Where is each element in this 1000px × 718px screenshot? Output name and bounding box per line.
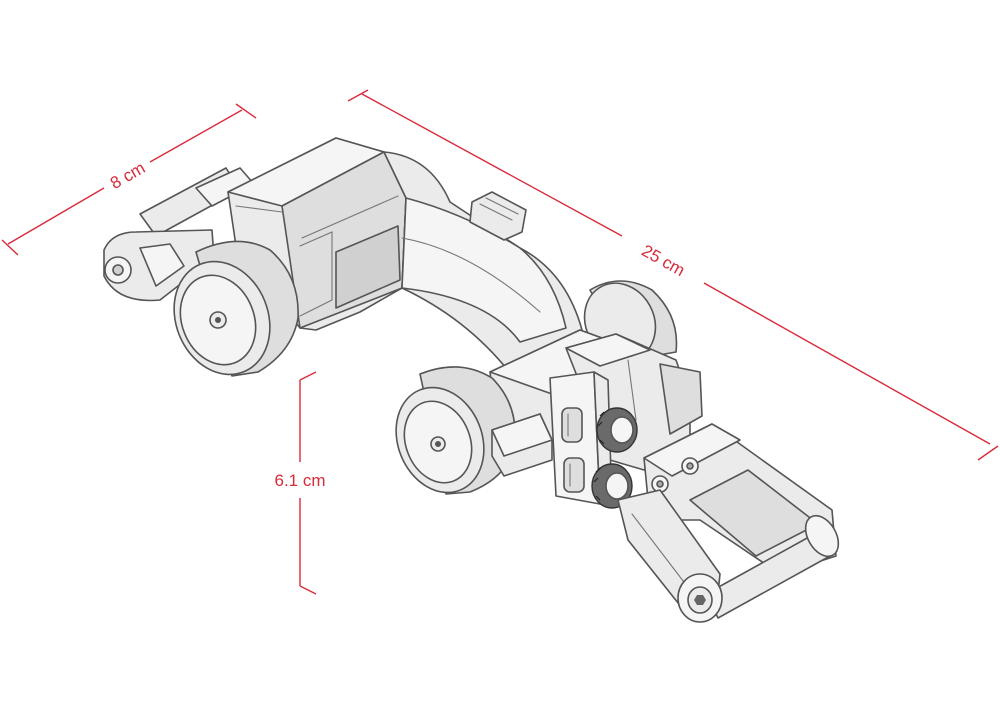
width-label: 8 cm bbox=[107, 158, 148, 193]
height-label: 6.1 cm bbox=[274, 471, 325, 490]
body-arch bbox=[383, 151, 583, 379]
length-label: 25 cm bbox=[638, 241, 688, 280]
rear-left-wheel bbox=[173, 240, 299, 377]
device-drawing bbox=[103, 137, 840, 623]
head-clamp bbox=[565, 333, 703, 471]
dimension-height: 6.1 cm bbox=[274, 371, 326, 595]
adjustment-knobs bbox=[591, 407, 638, 509]
front-left-wheel bbox=[395, 366, 516, 495]
front-end-cap bbox=[677, 573, 723, 623]
front-block bbox=[491, 413, 553, 477]
front-bracket bbox=[643, 423, 837, 575]
top-clip bbox=[469, 191, 527, 241]
